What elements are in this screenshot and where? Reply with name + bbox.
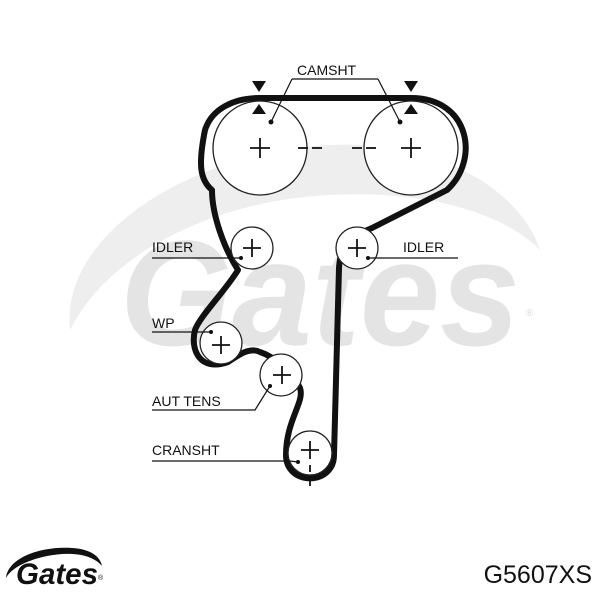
auto-tensioner-leader (152, 385, 271, 411)
part-number: G5607XS (484, 561, 592, 589)
water-pump-label: WP (152, 315, 175, 331)
crankshaft-label: CRANSHT (152, 442, 220, 458)
idler-left-label: IDLER (152, 239, 193, 255)
crankshaft-leader (152, 460, 299, 463)
camshaft-pulley-right (352, 100, 459, 196)
camshaft-pulley-left (212, 100, 322, 196)
logo-registered-mark: ® (98, 574, 104, 582)
auto-tensioner-pulley (259, 353, 303, 397)
logo-swoosh (6, 547, 102, 578)
camshaft-leader-right (377, 78, 401, 123)
timing-mark-triangle-left-top (252, 81, 266, 92)
watermark-registered-mark: ® (526, 308, 534, 319)
idler-right-label: IDLER (403, 239, 444, 255)
gates-watermark: Gates ® (69, 144, 541, 377)
idler-pulley-right (335, 226, 379, 270)
timing-mark-triangle-right-top (404, 81, 418, 92)
watermark-wordmark: Gates (120, 209, 520, 377)
crankshaft-pulley (287, 430, 333, 486)
idler-pulley-left (230, 226, 274, 270)
gates-logo: Gates ® (6, 547, 104, 591)
camshaft-leader-left (270, 78, 293, 123)
auto-tensioner-label: AUT TENS (152, 393, 221, 409)
timing-mark-triangle-right-bottom (404, 104, 418, 114)
logo-wordmark: Gates (16, 558, 98, 591)
camshaft-label: CAMSHT (297, 62, 357, 78)
water-pump-pulley (199, 321, 243, 365)
timing-mark-triangle-left-bottom (252, 104, 266, 114)
